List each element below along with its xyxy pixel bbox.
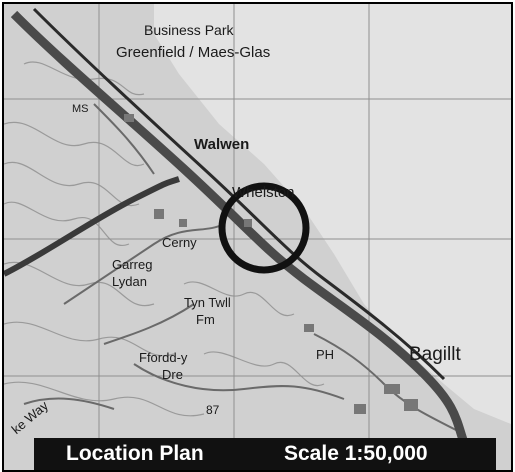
estuary-area	[154, 4, 511, 424]
label-walwen: Walwen	[194, 136, 249, 153]
map-canvas: Business Park Greenfield / Maes-Glas Wal…	[4, 4, 511, 470]
caption-bar: Location Plan Scale 1:50,000	[34, 438, 496, 470]
a-road-west	[4, 176, 180, 277]
label-greenfield: Greenfield / Maes-Glas	[116, 44, 270, 61]
label-whelston: Whelston	[232, 184, 295, 201]
label-business-park: Business Park	[144, 22, 234, 38]
railway-line	[32, 7, 446, 381]
label-cerny: Cerny	[162, 235, 197, 250]
label-tyn-twll: Tyn Twll	[184, 295, 231, 310]
label-lydan: Lydan	[112, 274, 147, 289]
site-location-marker	[218, 182, 310, 274]
label-dre: Dre	[162, 367, 183, 382]
label-bagillt: Bagillt	[409, 344, 461, 365]
caption-title: Location Plan	[66, 442, 204, 465]
label-ms: MS	[72, 103, 89, 115]
main-road	[10, 10, 479, 470]
label-ffordd-y: Ffordd-y	[139, 350, 188, 365]
minor-roads	[23, 103, 465, 435]
label-fm: Fm	[196, 312, 215, 327]
label-road-87: 87	[206, 403, 220, 417]
contour-lines	[4, 61, 325, 417]
caption-scale: Scale 1:50,000	[284, 442, 428, 465]
settlement-blocks	[124, 114, 418, 414]
label-garreg: Garreg	[112, 257, 152, 272]
label-ph: PH	[316, 347, 334, 362]
